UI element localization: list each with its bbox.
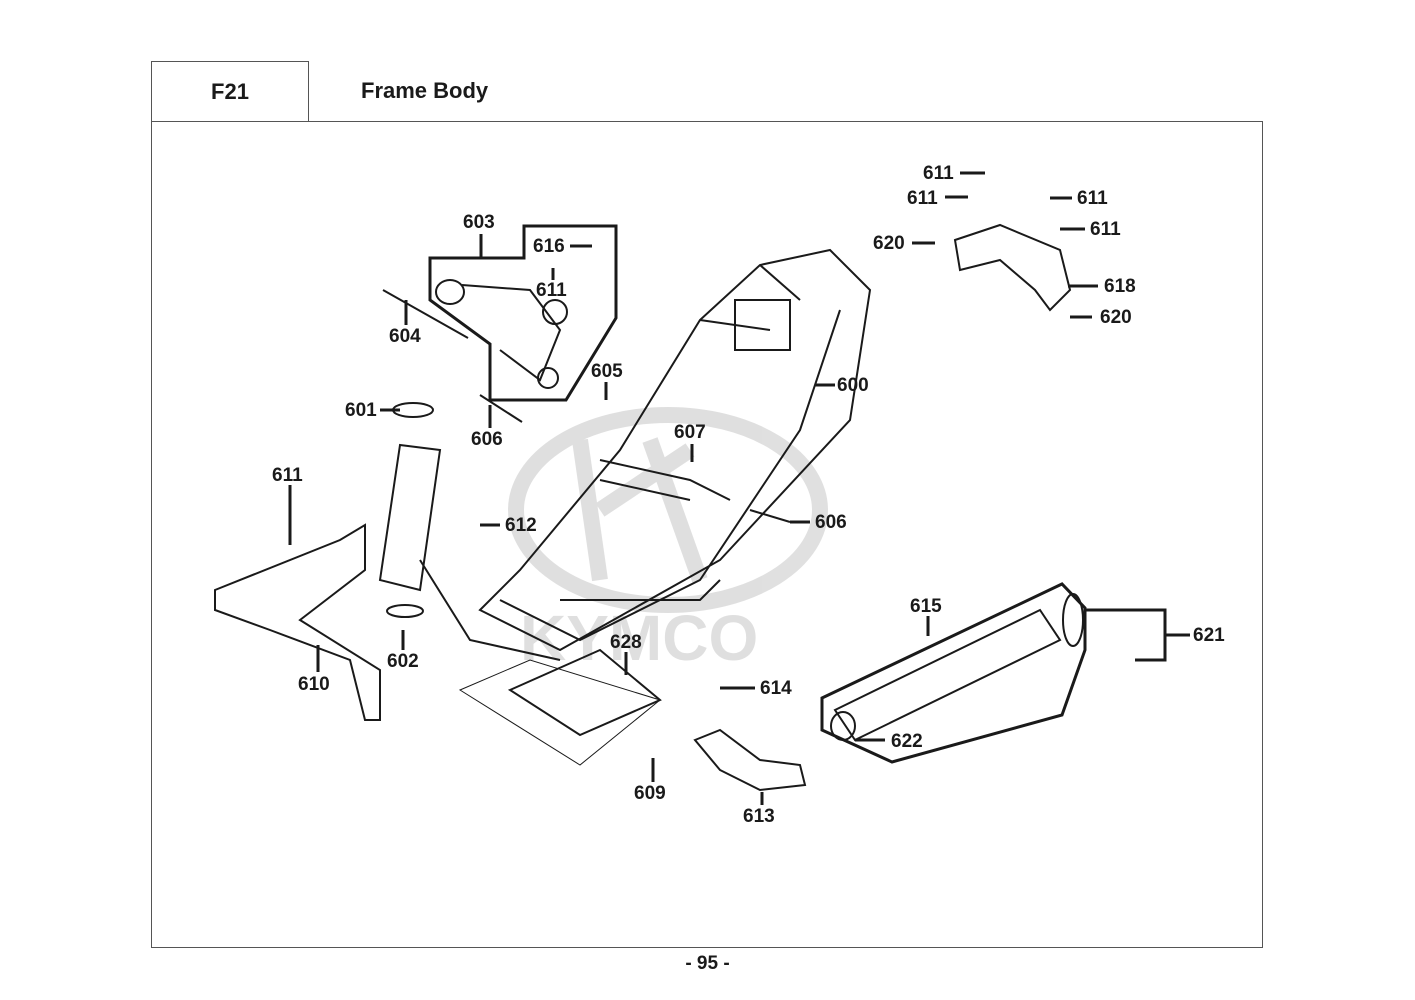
callout-628: 628	[610, 632, 642, 653]
callout-610: 610	[298, 674, 330, 695]
callout-621: 621	[1193, 625, 1225, 646]
callout-600: 600	[837, 375, 869, 396]
callout-605: 605	[591, 361, 623, 382]
section-title: Frame Body	[361, 78, 489, 103]
callout-603: 603	[463, 212, 495, 233]
callout-611: 611	[1077, 188, 1108, 209]
bolt-604	[382, 289, 469, 339]
callout-613: 613	[743, 806, 775, 827]
callout-602: 602	[387, 651, 419, 672]
callout-615: 615	[910, 596, 942, 617]
callout-609: 609	[634, 783, 666, 804]
kymco-watermark-logo: KYMCO	[508, 407, 828, 674]
callout-611: 611	[536, 280, 567, 301]
section-code-text: F21	[211, 78, 249, 104]
callout-622: 622	[891, 731, 923, 752]
bolt-606-left	[479, 394, 523, 423]
floor-panel-part	[507, 648, 662, 737]
air-duct-part	[693, 728, 807, 792]
callout-607: 607	[674, 422, 706, 443]
leader-lines	[288, 171, 1098, 805]
callout-606-left: 606	[471, 429, 503, 450]
callout-618: 618	[1104, 276, 1136, 297]
leader-621	[1085, 608, 1190, 662]
steering-head-part	[378, 402, 561, 661]
callout-611: 611	[1090, 219, 1121, 240]
engine-hanger-part	[435, 279, 568, 389]
callout-606-right: 606	[815, 512, 847, 533]
callout-616: 616	[533, 236, 565, 257]
engine-hanger-group-outline	[428, 224, 618, 402]
callout-611: 611	[907, 188, 938, 209]
kymco-watermark-text: KYMCO	[520, 602, 758, 674]
callout-611: 611	[923, 163, 954, 184]
center-stand-part	[214, 523, 381, 721]
section-code: F21	[151, 61, 309, 121]
diagram-frame	[151, 121, 1263, 948]
callout-611: 611	[272, 465, 303, 486]
callout-604: 604	[389, 326, 421, 347]
bolt-606-right	[749, 509, 791, 523]
callout-601: 601	[345, 400, 377, 421]
bracket-618-part	[953, 223, 1072, 312]
main-frame-part	[478, 248, 872, 652]
callout-612: 612	[505, 515, 537, 536]
callout-614: 614	[760, 678, 792, 699]
intake-tube-part	[830, 593, 1084, 742]
callout-620: 620	[1100, 307, 1132, 328]
callout-620: 620	[873, 233, 905, 254]
page-number: - 95 -	[685, 953, 730, 974]
intake-tube-group-outline	[820, 582, 1087, 764]
